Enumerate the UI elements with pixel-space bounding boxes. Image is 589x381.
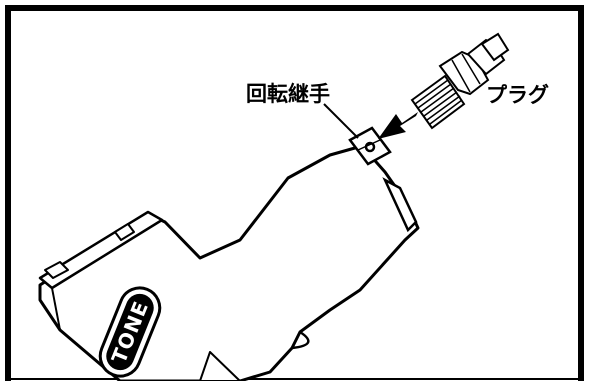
brand-logo: TONE bbox=[98, 286, 162, 378]
handle-front-line bbox=[199, 239, 241, 259]
plug-fitting bbox=[410, 32, 510, 130]
trigger-guard bbox=[199, 351, 241, 381]
body-side-line bbox=[51, 287, 61, 331]
frame-border bbox=[5, 5, 584, 381]
grip-curve bbox=[291, 330, 310, 350]
nose-ridge-rear bbox=[114, 223, 135, 241]
tool-body-outline bbox=[38, 144, 420, 381]
swivel-joint-leader bbox=[323, 103, 359, 139]
plug-tip bbox=[480, 32, 510, 62]
swivel-joint bbox=[348, 126, 392, 166]
arrow-left-down-icon bbox=[378, 112, 418, 139]
impact-wrench bbox=[38, 144, 420, 381]
swivel-joint-label: 回転継手 bbox=[246, 82, 330, 106]
nose-ridge-front bbox=[44, 261, 69, 279]
swivel-joint-seam bbox=[357, 139, 381, 151]
handle-rear-bump bbox=[382, 177, 418, 233]
plug-label: プラグ bbox=[486, 83, 549, 107]
plug-thread-lines bbox=[414, 79, 463, 125]
